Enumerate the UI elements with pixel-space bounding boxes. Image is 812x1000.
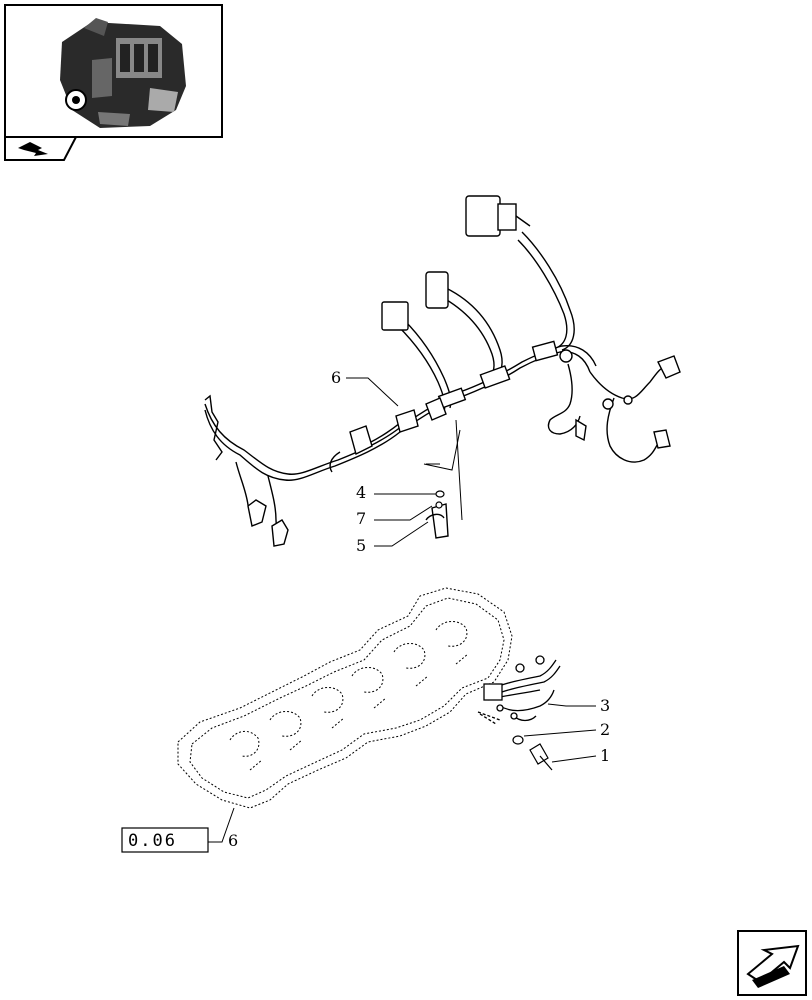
washer-2 xyxy=(512,735,524,745)
injector-harness xyxy=(477,655,561,725)
section-arrow-icon xyxy=(18,142,48,156)
engine-thumbnail-icon xyxy=(60,18,186,128)
reference-box-text: 0.06 xyxy=(128,831,177,851)
callout-6-lower: 6 xyxy=(228,831,238,850)
callout-2: 2 xyxy=(600,720,610,739)
engine-thumbnail xyxy=(4,4,223,161)
wiring-harness xyxy=(204,195,681,547)
small-parts-upper xyxy=(435,490,445,509)
callout-5: 5 xyxy=(356,536,366,555)
callout-4: 4 xyxy=(356,483,366,502)
valve-cover-outline xyxy=(177,587,513,809)
callout-1: 1 xyxy=(600,746,610,765)
bolt-head-1 xyxy=(529,743,549,765)
o-ring-4 xyxy=(435,490,445,498)
next-page-button[interactable] xyxy=(737,930,807,996)
callout-leaders-upper xyxy=(346,377,463,547)
callout-6-upper: 6 xyxy=(331,368,341,387)
next-page-arrow-icon xyxy=(746,944,800,988)
callout-7: 7 xyxy=(356,509,366,528)
callout-3: 3 xyxy=(600,696,610,715)
callout-leaders-lower xyxy=(208,703,597,843)
reference-box[interactable]: 0.06 xyxy=(121,827,209,853)
fastener-parts xyxy=(512,735,553,771)
